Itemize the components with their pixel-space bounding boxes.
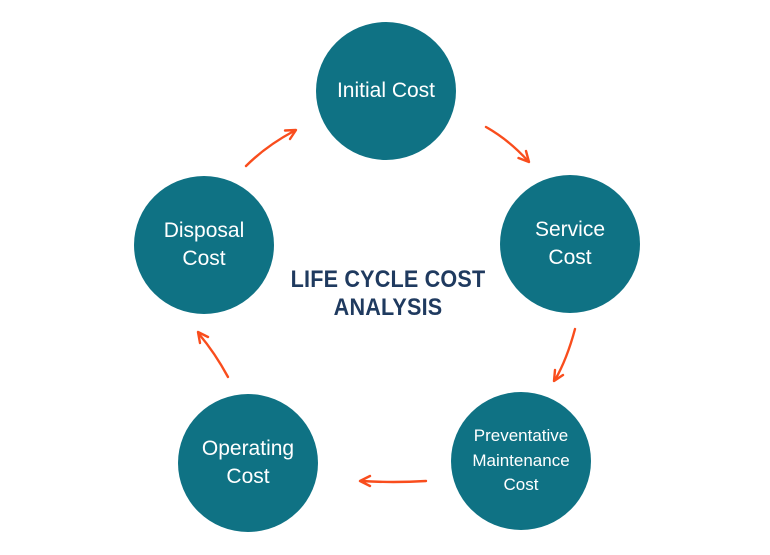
- arrow-initial-to-service-icon: [484, 125, 531, 164]
- node-service-cost-label: Service Cost: [534, 218, 606, 269]
- arrow-operating-to-disposal-icon: [196, 330, 230, 379]
- arrow-service-to-preventative-icon: [552, 327, 577, 383]
- diagram-title-line1: LIFE CYCLE COST: [290, 266, 486, 293]
- node-disposal-cost-label: Disposal Cost: [163, 219, 245, 270]
- arrow-disposal-to-initial-icon: [244, 128, 298, 168]
- diagram-title-line2: ANALYSIS: [333, 294, 443, 321]
- node-initial-cost-label: Initial Cost: [336, 79, 436, 103]
- node-operating-cost-label: Operating Cost: [201, 437, 295, 488]
- node-disposal-cost: Disposal Cost: [134, 176, 274, 314]
- arrow-preventative-to-operating-icon: [358, 474, 428, 488]
- node-service-cost: Service Cost: [500, 175, 640, 313]
- node-initial-cost: Initial Cost: [316, 22, 456, 160]
- node-preventative-maintenance-cost: Preventative Maintenance Cost: [451, 392, 591, 530]
- diagram-title: LIFE CYCLE COST ANALYSIS: [253, 266, 523, 322]
- node-operating-cost: Operating Cost: [178, 394, 318, 532]
- node-preventative-maintenance-cost-label: Preventative Maintenance Cost: [472, 426, 570, 495]
